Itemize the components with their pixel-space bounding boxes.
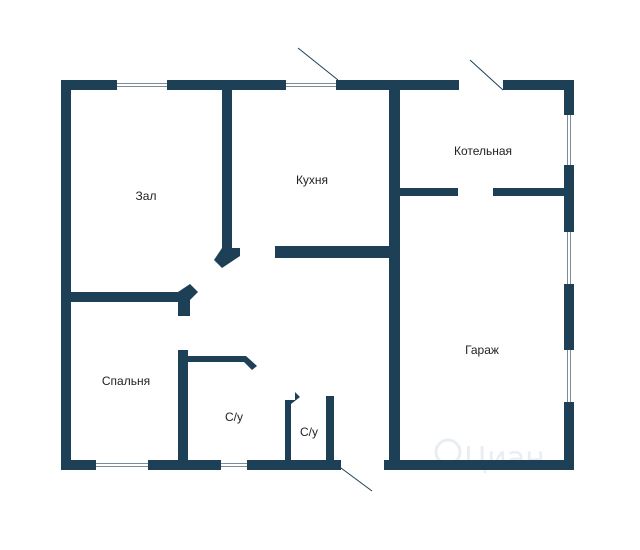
wall-hall-kitchen — [222, 90, 232, 250]
wall-bath2-right — [326, 396, 334, 460]
room-label-kitchen: Кухня — [296, 173, 328, 187]
outer-wall-top-right — [503, 80, 574, 90]
room-label-bath-2: С/у — [300, 425, 318, 439]
wall-bath-top — [188, 356, 257, 370]
room-label-garage: Гараж — [465, 343, 499, 357]
window-kitchen-top — [286, 80, 336, 90]
wall-main-garage — [389, 90, 400, 470]
outer-wall-left — [61, 80, 71, 470]
window-hall-top — [117, 80, 167, 90]
wall-bedroom-corner — [178, 284, 198, 316]
wall-kitchen-bottom — [275, 246, 395, 258]
door-swing-top-boiler — [469, 59, 504, 91]
outer-wall-bottom-left — [61, 460, 341, 470]
window-bath-bottom — [221, 460, 247, 470]
room-label-boiler: Котельная — [454, 144, 512, 158]
walls — [61, 80, 574, 470]
wall-boiler-bottom-left — [400, 188, 458, 196]
watermark-logo: Циан — [434, 438, 545, 476]
room-label-hall: Зал — [136, 189, 157, 203]
door-swing-top-kitchen — [297, 47, 339, 81]
window-garage-right-upper — [564, 232, 574, 284]
outer-wall-top-left — [61, 80, 459, 90]
room-label-bedroom: Спальня — [102, 374, 150, 388]
window-boiler-right — [564, 115, 574, 165]
door-swing-bottom-entry — [340, 467, 373, 492]
watermark-text: Циан — [464, 441, 545, 476]
window-bedroom-bottom — [96, 460, 148, 470]
wall-hall-corner — [214, 248, 240, 268]
wall-bedroom-right — [178, 350, 188, 470]
room-label-bath-1: С/у — [225, 410, 243, 424]
wall-hall-bedroom — [71, 292, 183, 302]
wall-bath-divider — [285, 392, 300, 460]
outer-wall-bottom-right — [384, 460, 574, 470]
window-garage-right-lower — [564, 350, 574, 402]
wall-boiler-bottom-right — [493, 188, 564, 196]
